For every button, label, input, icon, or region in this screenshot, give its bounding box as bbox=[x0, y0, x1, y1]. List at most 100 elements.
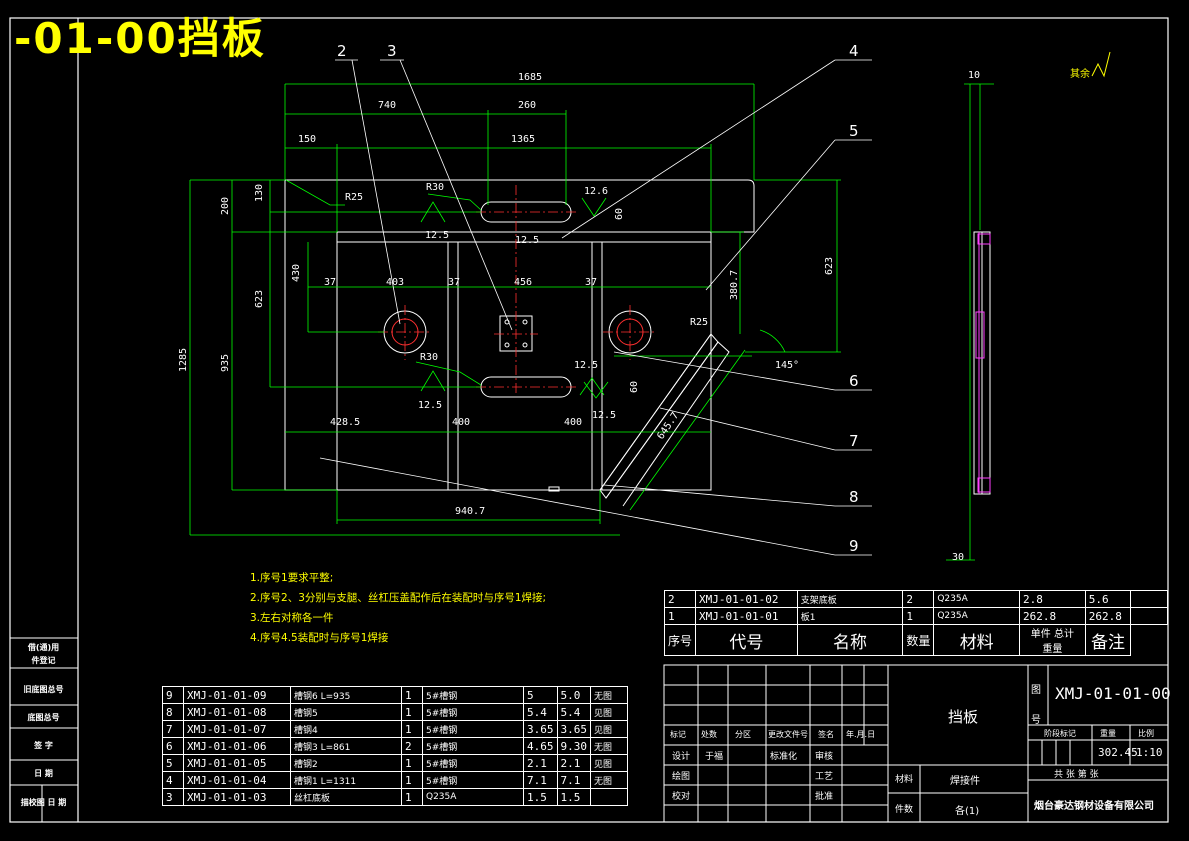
table-cell: 5#槽钢 bbox=[422, 771, 524, 789]
header-cell: 单件 总计 重量 bbox=[1019, 624, 1086, 656]
dim-150: 150 bbox=[298, 134, 316, 145]
scale-label: 比例 bbox=[1138, 729, 1154, 738]
table-cell bbox=[1130, 590, 1168, 608]
dim-623a: 623 bbox=[254, 290, 265, 308]
dim-12-5e: 12.5 bbox=[592, 410, 616, 421]
table-cell: 槽钢6 L=935 bbox=[290, 686, 402, 704]
table-cell: 5.4 bbox=[523, 703, 558, 721]
dimension-lines bbox=[189, 83, 994, 561]
table-cell: 1 bbox=[401, 686, 423, 704]
note-line: 3.左右对称各一件 bbox=[250, 612, 334, 624]
part-label: 8 bbox=[849, 488, 859, 506]
header-cell: 材料 bbox=[933, 624, 1021, 656]
check-label: 审核 bbox=[815, 752, 834, 762]
table-cell: 7.1 bbox=[556, 771, 591, 789]
dim-400b: 400 bbox=[564, 417, 582, 428]
header-cell: 备注 bbox=[1084, 624, 1132, 656]
dim-403: 403 bbox=[386, 277, 404, 288]
part-label: 2 bbox=[337, 42, 347, 60]
title-block-frame bbox=[10, 664, 1169, 823]
dim-430: 430 bbox=[291, 264, 302, 282]
part-label: 5 bbox=[849, 122, 859, 140]
rev-header: 更改文件号 bbox=[768, 730, 808, 739]
piece-label: 件数 bbox=[895, 805, 914, 815]
table-cell: 见图 bbox=[590, 754, 628, 772]
side-label: 日 期 bbox=[34, 769, 53, 778]
roughness-note: 其余 bbox=[1070, 67, 1090, 80]
table-cell: 5#槽钢 bbox=[422, 754, 524, 772]
big-title: -01-00挡板 bbox=[14, 14, 266, 63]
table-cell: 槽钢4 bbox=[290, 720, 402, 738]
table-cell: 1 bbox=[401, 771, 423, 789]
table-cell: 2.1 bbox=[556, 754, 591, 772]
weight-columns-label: 单件 总计 bbox=[1030, 629, 1074, 640]
table-cell: 3 bbox=[162, 788, 184, 806]
process-label: 工艺 bbox=[815, 772, 834, 782]
part-numbers: 2 3 4 5 6 7 8 9 bbox=[337, 42, 859, 555]
note-line: 2.序号2、3分别与支腿、丝杠压盖配作后在装配时与序号1焊接; bbox=[250, 592, 547, 604]
rev-header: 处数 bbox=[701, 730, 717, 739]
dim-37a: 37 bbox=[324, 277, 336, 288]
bom-header-row: 序号 代号 名称 数量 材料 单件 总计 重量 备注 bbox=[663, 624, 1168, 656]
sheet-info: 共 张 第 张 bbox=[1054, 770, 1099, 780]
dim-940: 940.7 bbox=[455, 506, 485, 517]
table-cell: 1 bbox=[401, 754, 423, 772]
table-cell: 1 bbox=[401, 788, 423, 806]
dim-12-5a: 12.5 bbox=[425, 230, 449, 241]
side-label: 旧底图总号 bbox=[23, 685, 64, 694]
table-cell: 5#槽钢 bbox=[422, 720, 524, 738]
table-cell: 7.1 bbox=[523, 771, 558, 789]
code-label: 图号 bbox=[1031, 685, 1041, 726]
table-cell: 9.30 bbox=[556, 737, 591, 755]
table-cell: 无图 bbox=[590, 686, 628, 704]
draw-label: 绘图 bbox=[672, 772, 691, 782]
table-cell: 1.5 bbox=[556, 788, 591, 806]
table-cell: 5.6 bbox=[1084, 590, 1132, 608]
table-cell: 5#槽钢 bbox=[422, 703, 524, 721]
material-label: 材料 bbox=[895, 775, 914, 785]
part-name: 挡板 bbox=[948, 708, 979, 726]
part-label: 7 bbox=[849, 432, 859, 450]
dim-130: 130 bbox=[254, 184, 265, 202]
company-name: 烟台豪达钢材设备有限公司 bbox=[1034, 801, 1154, 812]
dim-37c: 37 bbox=[585, 277, 597, 288]
leader-lines bbox=[319, 59, 872, 556]
table-cell: 5 bbox=[523, 686, 558, 704]
dim-400a: 400 bbox=[452, 417, 470, 428]
stage-label: 阶段标记 bbox=[1044, 729, 1076, 738]
table-cell: 5#槽钢 bbox=[422, 737, 524, 755]
dim-12-5c: 12.5 bbox=[418, 400, 442, 411]
side-label: 件登记 bbox=[31, 656, 56, 665]
table-cell bbox=[1130, 607, 1168, 625]
table-cell: XMJ-01-01-07 bbox=[183, 720, 291, 738]
table-cell: 4 bbox=[162, 771, 184, 789]
table-cell: 8 bbox=[162, 703, 184, 721]
part-label: 9 bbox=[849, 537, 859, 555]
table-cell: 槽钢5 bbox=[290, 703, 402, 721]
dim-428: 428.5 bbox=[330, 417, 360, 428]
dimension-texts: 1685 740 260 150 1365 R25 R30 R30 R25 12… bbox=[178, 70, 980, 563]
dim-r30a: R30 bbox=[426, 182, 444, 193]
dim-456: 456 bbox=[514, 277, 532, 288]
table-cell: 见图 bbox=[590, 720, 628, 738]
table-cell: 板1 bbox=[796, 607, 904, 625]
outer-frame bbox=[9, 17, 1169, 823]
design-label: 设计 bbox=[672, 752, 691, 762]
weight-label: 重量 bbox=[1042, 644, 1063, 655]
scale-value: 1:10 bbox=[1136, 746, 1163, 759]
dim-angle: 145° bbox=[775, 360, 799, 371]
material-value: 焊接件 bbox=[950, 776, 980, 787]
side-label: 签 字 bbox=[34, 741, 53, 750]
dim-10: 10 bbox=[968, 70, 980, 81]
table-cell: 2 bbox=[401, 737, 423, 755]
side-label: 底图总号 bbox=[27, 713, 60, 722]
dim-60b: 60 bbox=[629, 381, 640, 393]
table-cell bbox=[590, 788, 628, 806]
